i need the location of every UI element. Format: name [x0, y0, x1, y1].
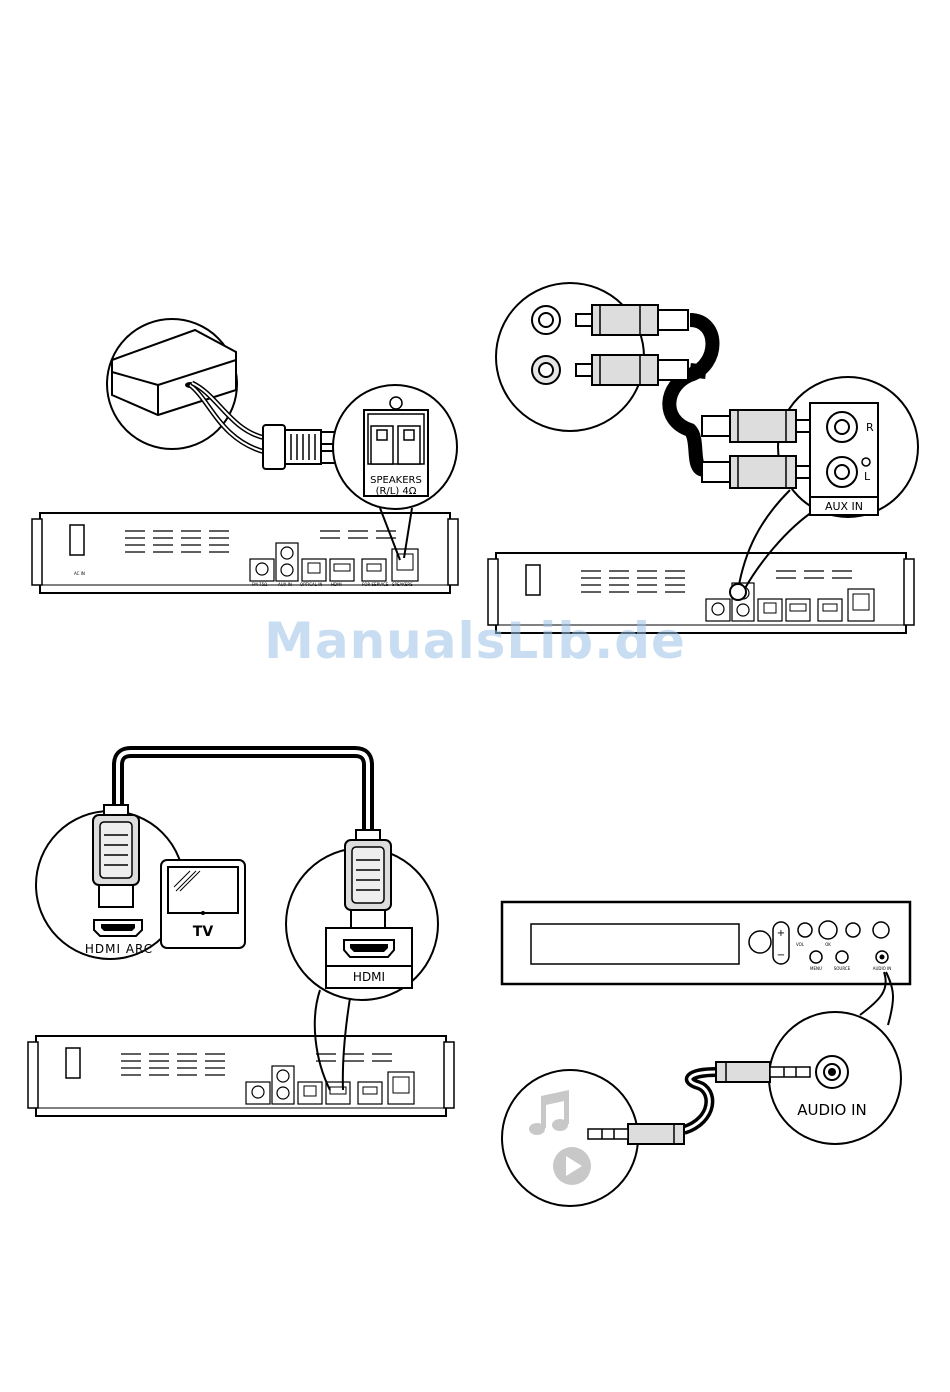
- aux-right-label: R: [866, 421, 874, 434]
- rear-unit-hdmi: [28, 1036, 454, 1116]
- hdmi-arc-label: HDMI ARC: [85, 942, 153, 956]
- rear-label-service: FOR SERVICE: [362, 582, 389, 587]
- hdmi-plug-device: [345, 830, 391, 928]
- svg-text:−: −: [777, 950, 785, 961]
- rca-plug-source-red: [576, 355, 688, 385]
- speakers-spec-label: (R/L) 4Ω: [376, 486, 417, 497]
- panel-audio-in: + − VOL OK MENU SOURCE AUDIO IN: [502, 902, 910, 1206]
- rear-label-optical: OPTICAL IN: [300, 582, 322, 587]
- aux-in-label: AUX IN: [825, 500, 863, 513]
- speakers-label: SPEAKERS: [370, 475, 422, 486]
- rca-plug-device-white: [702, 410, 810, 442]
- panel-aux-in: R L AUX IN: [488, 283, 918, 633]
- rear-label-fm: FM 75Ω: [252, 582, 267, 587]
- front-source-label: SOURCE: [834, 966, 851, 971]
- front-vol-label: VOL: [796, 942, 805, 947]
- hdmi-label: HDMI: [353, 970, 385, 984]
- front-audio-in-label: AUDIO IN: [873, 966, 892, 971]
- rear-label-speakers: SPEAKERS: [392, 582, 413, 587]
- hdmi-plug-tv: [93, 805, 139, 907]
- play-icon: [553, 1147, 591, 1185]
- rca-plug-device-red: [702, 456, 810, 488]
- front-ok-label: OK: [825, 942, 831, 947]
- front-menu-label: MENU: [810, 966, 822, 971]
- front-unit: + − VOL OK MENU SOURCE AUDIO IN: [502, 902, 910, 984]
- aux-left-label: L: [864, 470, 871, 483]
- hdmi-cable: [118, 752, 368, 830]
- tv-label: TV: [193, 924, 214, 940]
- rear-label-hdmi: HDMI: [331, 582, 342, 587]
- audio-in-label: AUDIO IN: [797, 1101, 866, 1119]
- rear-unit-speakers: [32, 513, 458, 593]
- rear-unit-aux: [488, 553, 914, 633]
- rca-cable: [669, 320, 712, 470]
- rca-plug-source-white: [576, 305, 688, 335]
- panel-hdmi: HDMI ARC TV HDMI: [28, 752, 454, 1116]
- svg-text:+: +: [777, 928, 785, 939]
- rear-label-aux: AUX IN: [278, 582, 292, 587]
- rear-label-ac-in: AC IN: [74, 571, 85, 576]
- panel-speakers: AC IN FM 75Ω AUX IN OPTICAL IN HDMI FOR …: [32, 319, 458, 593]
